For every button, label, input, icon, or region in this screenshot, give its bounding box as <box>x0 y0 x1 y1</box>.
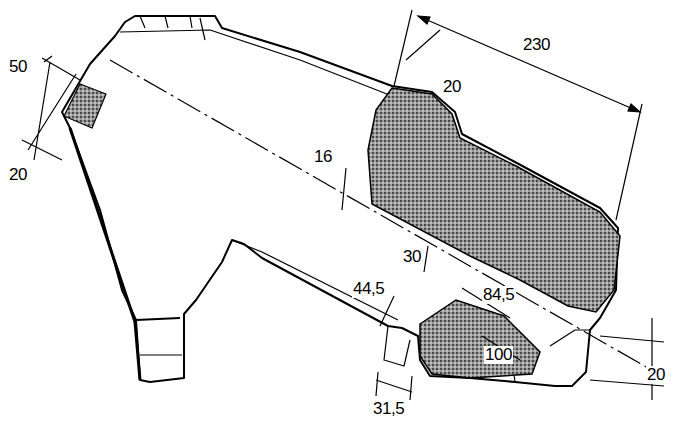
dimension-label: 20 <box>646 366 666 384</box>
dimension-label: 31,5 <box>372 400 405 418</box>
dimension-label: 100 <box>484 346 513 364</box>
dimension-label: 84,5 <box>482 286 515 304</box>
dimension-label: 20 <box>8 166 28 184</box>
dimension-label: 50 <box>8 58 28 76</box>
dimension-label: 16 <box>313 148 333 166</box>
dimension-label: 20 <box>442 78 462 96</box>
dimension-label: 230 <box>522 36 551 54</box>
dimension-label: 44,5 <box>352 280 385 298</box>
dimension-label: 30 <box>402 248 422 266</box>
